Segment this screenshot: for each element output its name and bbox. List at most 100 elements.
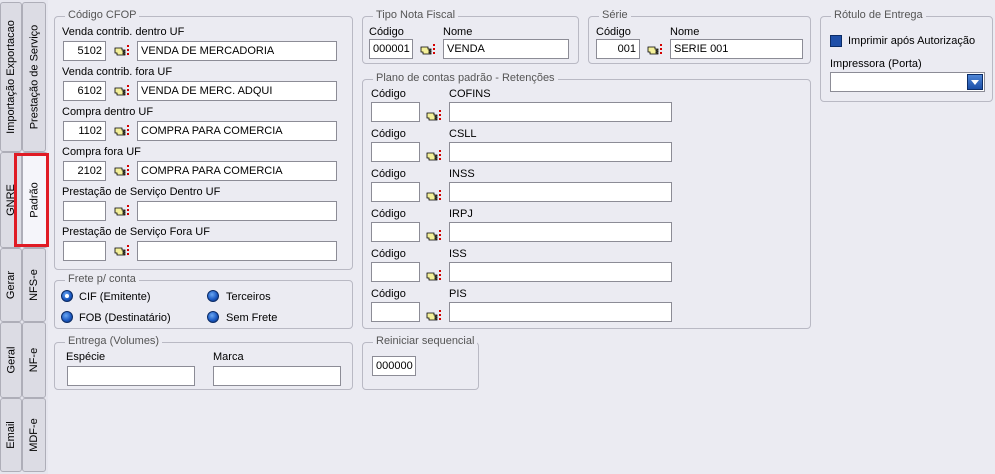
especie-label: Espécie bbox=[66, 351, 106, 363]
plano-item-name: IRPJ bbox=[449, 208, 473, 220]
tab-email[interactable]: Email bbox=[0, 398, 22, 472]
frete-legend: Frete p/ conta bbox=[65, 273, 139, 285]
imprimir-label: Imprimir após Autorização bbox=[848, 35, 976, 47]
reiniciar-legend: Reiniciar sequencial bbox=[373, 335, 478, 347]
radio-sem-frete[interactable] bbox=[207, 311, 219, 323]
impressora-select[interactable] bbox=[830, 72, 985, 92]
radio-fob[interactable] bbox=[61, 311, 73, 323]
pointing-hand-lookup-icon[interactable] bbox=[114, 84, 130, 98]
tipo-nota-nome-label: Nome bbox=[443, 26, 473, 38]
marca-label: Marca bbox=[213, 351, 244, 363]
pointing-hand-lookup-icon[interactable] bbox=[426, 149, 442, 163]
cfop-code-input[interactable] bbox=[63, 241, 106, 261]
cfop-legend: Código CFOP bbox=[65, 9, 140, 21]
plano-code-input[interactable] bbox=[371, 222, 420, 242]
pointing-hand-lookup-icon[interactable] bbox=[114, 204, 130, 218]
tipo-nota-nome-input[interactable]: VENDA bbox=[443, 39, 569, 59]
tab-prestacao-servico[interactable]: Prestação de Serviço bbox=[22, 2, 46, 152]
tab-nfs-e[interactable]: NFS-e bbox=[22, 248, 46, 322]
pointing-hand-lookup-icon[interactable] bbox=[426, 189, 442, 203]
radio-terceiros-label: Terceiros bbox=[226, 291, 271, 303]
pointing-hand-lookup-icon[interactable] bbox=[426, 309, 442, 323]
pointing-hand-lookup-icon[interactable] bbox=[426, 229, 442, 243]
cfop-desc-input[interactable]: VENDA DE MERC. ADQUI bbox=[137, 81, 337, 101]
plano-desc-input[interactable] bbox=[449, 182, 672, 202]
cfop-row-label: Compra fora UF bbox=[62, 146, 141, 158]
cfop-desc-input[interactable] bbox=[137, 201, 337, 221]
plano-desc-input[interactable] bbox=[449, 222, 672, 242]
entrega-legend: Entrega (Volumes) bbox=[65, 335, 163, 347]
pointing-hand-lookup-icon[interactable] bbox=[114, 164, 130, 178]
plano-code-input[interactable] bbox=[371, 182, 420, 202]
tab-mdf-e[interactable]: MDF-e bbox=[22, 398, 46, 472]
active-tab-highlight bbox=[14, 153, 49, 247]
chevron-down-icon[interactable] bbox=[967, 74, 983, 90]
plano-desc-input[interactable] bbox=[449, 142, 672, 162]
especie-input[interactable] bbox=[67, 366, 195, 386]
marca-input[interactable] bbox=[213, 366, 341, 386]
pointing-hand-lookup-icon[interactable] bbox=[114, 124, 130, 138]
plano-codigo-label: Código bbox=[371, 128, 406, 140]
plano-item-name: ISS bbox=[449, 248, 467, 260]
tipo-nota-group: Tipo Nota Fiscal bbox=[362, 9, 579, 64]
plano-item-name: PIS bbox=[449, 288, 467, 300]
serie-nome-input[interactable]: SERIE 001 bbox=[670, 39, 803, 59]
plano-codigo-label: Código bbox=[371, 88, 406, 100]
cfop-desc-input[interactable] bbox=[137, 241, 337, 261]
tab-nf-e[interactable]: NF-e bbox=[22, 322, 46, 398]
pointing-hand-lookup-icon[interactable] bbox=[426, 109, 442, 123]
cfop-code-input[interactable]: 6102 bbox=[63, 81, 106, 101]
serie-group: Série bbox=[588, 9, 811, 64]
pointing-hand-lookup-icon[interactable] bbox=[647, 43, 663, 57]
tab-importacao-exportacao[interactable]: Importação Exportacao bbox=[0, 2, 22, 152]
plano-legend: Plano de contas padrão - Retenções bbox=[373, 72, 558, 84]
impressora-label: Impressora (Porta) bbox=[830, 58, 922, 70]
cfop-row-label: Prestação de Serviço Dentro UF bbox=[62, 186, 221, 198]
rotulo-group: Rótulo de Entrega bbox=[820, 9, 993, 102]
radio-cif[interactable] bbox=[61, 290, 73, 302]
cfop-row-label: Compra dentro UF bbox=[62, 106, 154, 118]
reiniciar-group: Reiniciar sequencial bbox=[362, 335, 479, 390]
rotulo-legend: Rótulo de Entrega bbox=[831, 9, 926, 21]
cfop-desc-input[interactable]: COMPRA PARA COMERCIA bbox=[137, 161, 337, 181]
entrega-group: Entrega (Volumes) bbox=[54, 335, 353, 390]
imprimir-checkbox[interactable] bbox=[830, 35, 842, 47]
tab-geral[interactable]: Geral bbox=[0, 322, 22, 398]
radio-terceiros[interactable] bbox=[207, 290, 219, 302]
tipo-nota-codigo-input[interactable]: 000001 bbox=[369, 39, 413, 59]
plano-code-input[interactable] bbox=[371, 262, 420, 282]
pointing-hand-lookup-icon[interactable] bbox=[114, 44, 130, 58]
tab-gerar[interactable]: Gerar bbox=[0, 248, 22, 322]
cfop-desc-input[interactable]: VENDA DE MERCADORIA bbox=[137, 41, 337, 61]
pointing-hand-lookup-icon[interactable] bbox=[426, 269, 442, 283]
plano-codigo-label: Código bbox=[371, 168, 406, 180]
tab-padrao[interactable]: Padrão bbox=[22, 152, 48, 248]
cfop-code-input[interactable]: 1102 bbox=[63, 121, 106, 141]
serie-codigo-input[interactable]: 001 bbox=[596, 39, 640, 59]
radio-fob-label: FOB (Destinatário) bbox=[79, 312, 171, 324]
plano-codigo-label: Código bbox=[371, 288, 406, 300]
plano-desc-input[interactable] bbox=[449, 262, 672, 282]
serie-nome-label: Nome bbox=[670, 26, 700, 38]
plano-code-input[interactable] bbox=[371, 142, 420, 162]
reiniciar-input[interactable]: 000000 bbox=[372, 356, 416, 376]
cfop-code-input[interactable]: 5102 bbox=[63, 41, 106, 61]
plano-item-name: INSS bbox=[449, 168, 475, 180]
plano-desc-input[interactable] bbox=[449, 302, 672, 322]
cfop-row-label: Prestação de Serviço Fora UF bbox=[62, 226, 210, 238]
cfop-code-input[interactable] bbox=[63, 201, 106, 221]
tipo-nota-codigo-label: Código bbox=[369, 26, 404, 38]
cfop-desc-input[interactable]: COMPRA PARA COMERCIA bbox=[137, 121, 337, 141]
plano-code-input[interactable] bbox=[371, 102, 420, 122]
cfop-group: Código CFOP bbox=[54, 9, 353, 270]
pointing-hand-lookup-icon[interactable] bbox=[114, 244, 130, 258]
cfop-code-input[interactable]: 2102 bbox=[63, 161, 106, 181]
pointing-hand-lookup-icon[interactable] bbox=[420, 43, 436, 57]
plano-codigo-label: Código bbox=[371, 248, 406, 260]
cfop-row-label: Venda contrib. dentro UF bbox=[62, 26, 185, 38]
radio-cif-label: CIF (Emitente) bbox=[79, 291, 151, 303]
cfop-row-label: Venda contrib. fora UF bbox=[62, 66, 173, 78]
plano-group: Plano de contas padrão - Retenções bbox=[362, 72, 811, 329]
plano-code-input[interactable] bbox=[371, 302, 420, 322]
plano-desc-input[interactable] bbox=[449, 102, 672, 122]
